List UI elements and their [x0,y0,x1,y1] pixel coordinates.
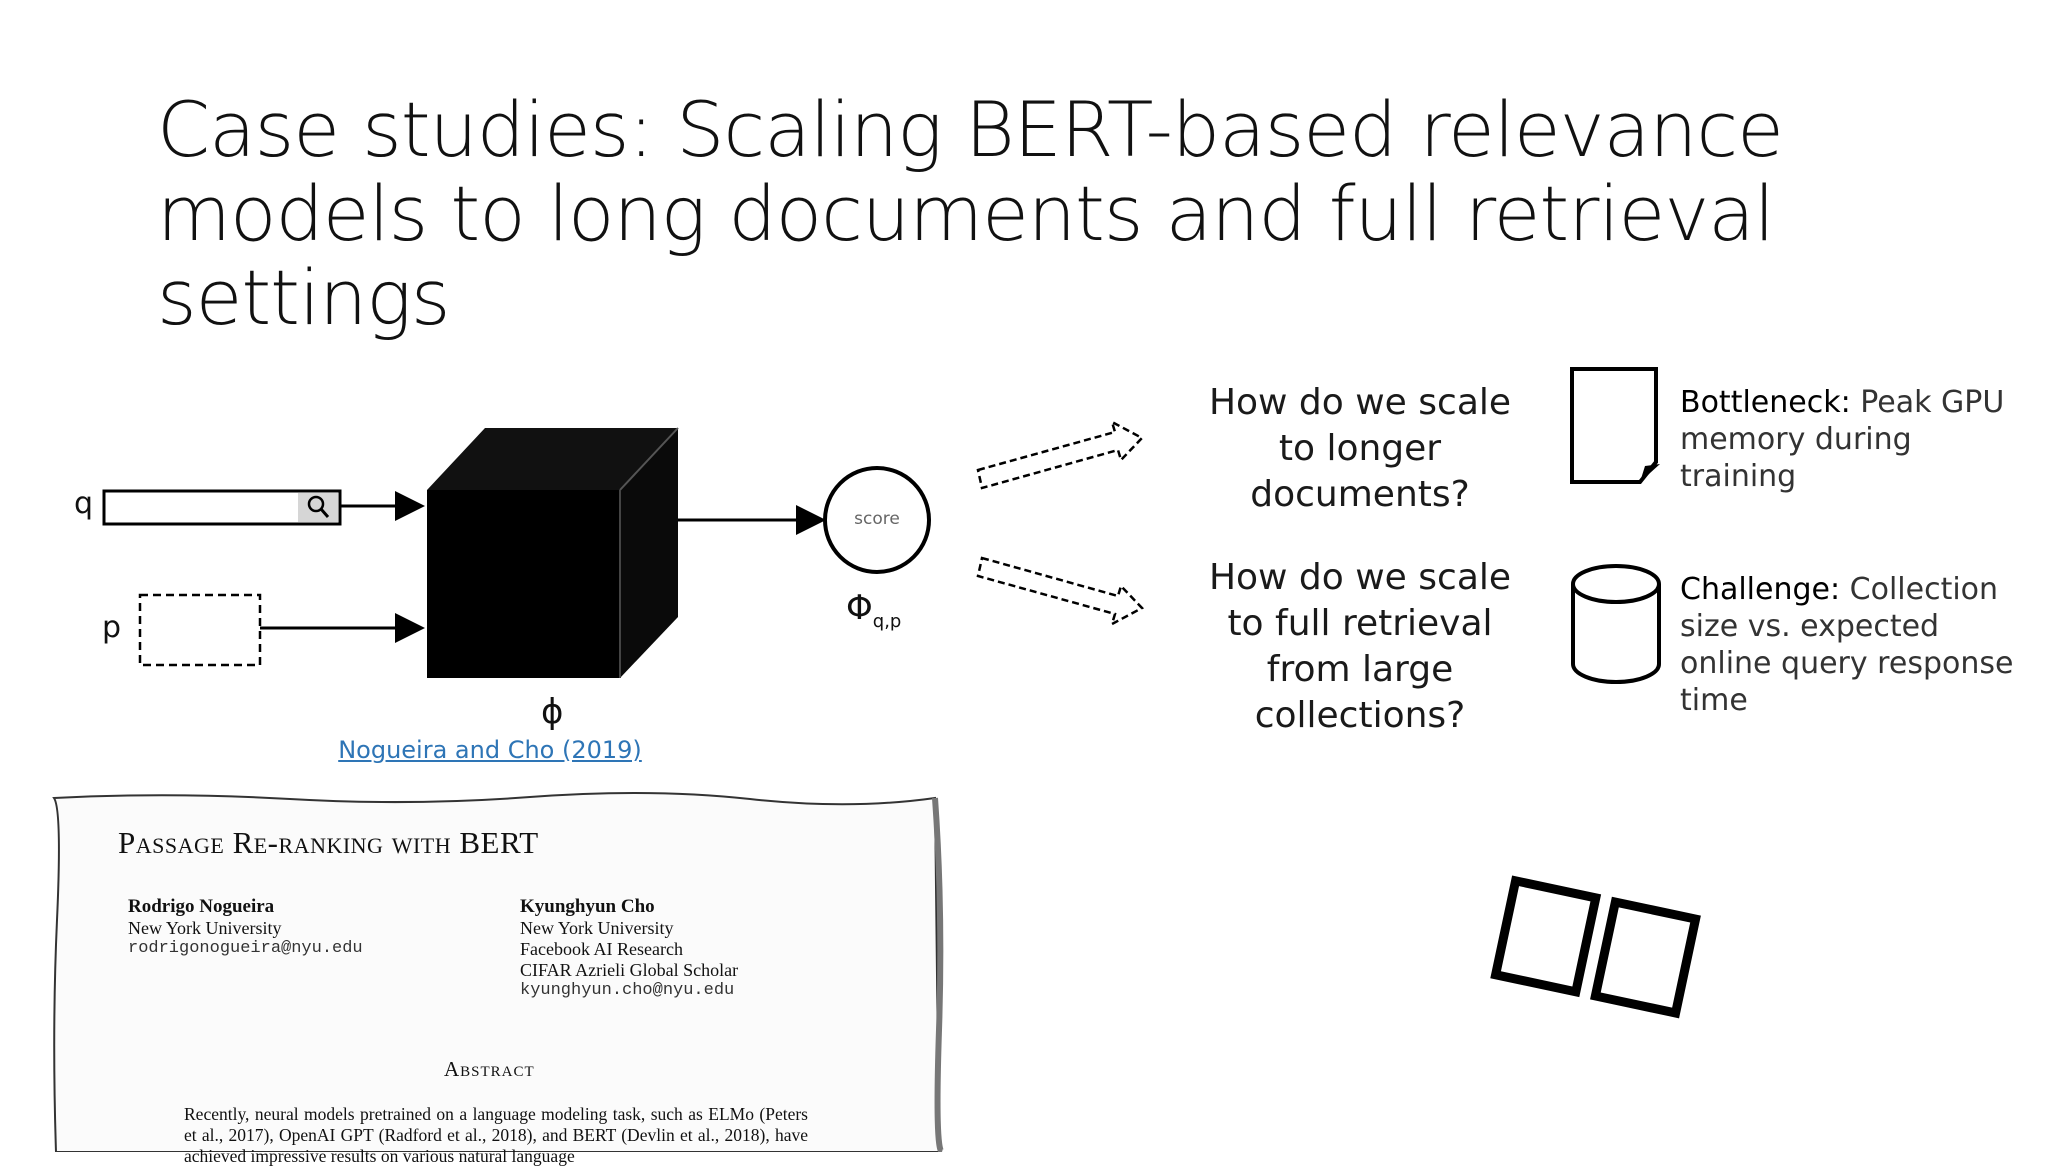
paper-author-2: Kyunghyun Cho New York University Facebo… [520,896,738,1000]
author-2-affiliation-3: CIFAR Azrieli Global Scholar [520,960,738,981]
document-icon [1572,369,1660,482]
passage-label: p [102,610,121,645]
question-full-retrieval: How do we scale to full retrieval from l… [1190,555,1530,739]
model-label: ϕ [541,692,563,732]
abstract-heading: Abstract [444,1057,535,1082]
dashed-arrow-up [978,422,1142,488]
author-2-email: kyunghyun.cho@nyu.edu [520,981,738,1000]
bottleneck-note: Bottleneck: Peak GPU memory during train… [1680,384,2020,495]
query-label: q [74,486,93,521]
author-2-affiliation-1: New York University [520,918,738,939]
author-2-affiliation-2: Facebook AI Research [520,939,738,960]
author-1-affiliation: New York University [128,918,363,939]
abstract-text: Recently, neural models pretrained on a … [184,1104,808,1167]
paper-title: Passage Re-ranking with BERT [118,825,539,861]
author-2-name: Kyunghyun Cho [520,896,738,918]
question-longer-documents: How do we scale to longer documents? [1190,380,1530,518]
database-cylinder-icon [1573,566,1659,682]
author-1-name: Rodrigo Nogueira [128,896,363,918]
citation-link[interactable]: Nogueira and Cho (2019) [320,736,660,764]
passage-box [140,595,260,665]
author-1-email: rodrigonogueira@nyu.edu [128,939,363,958]
thinking-emoji-icon [1480,860,1720,1050]
dashed-arrow-down [978,558,1142,624]
score-label: score [825,509,929,529]
bert-model-cube [427,428,678,678]
challenge-note: Challenge: Collection size vs. expected … [1680,571,2030,719]
phi-score-label: Φq,p [846,588,901,632]
paper-author-1: Rodrigo Nogueira New York University rod… [128,896,363,958]
